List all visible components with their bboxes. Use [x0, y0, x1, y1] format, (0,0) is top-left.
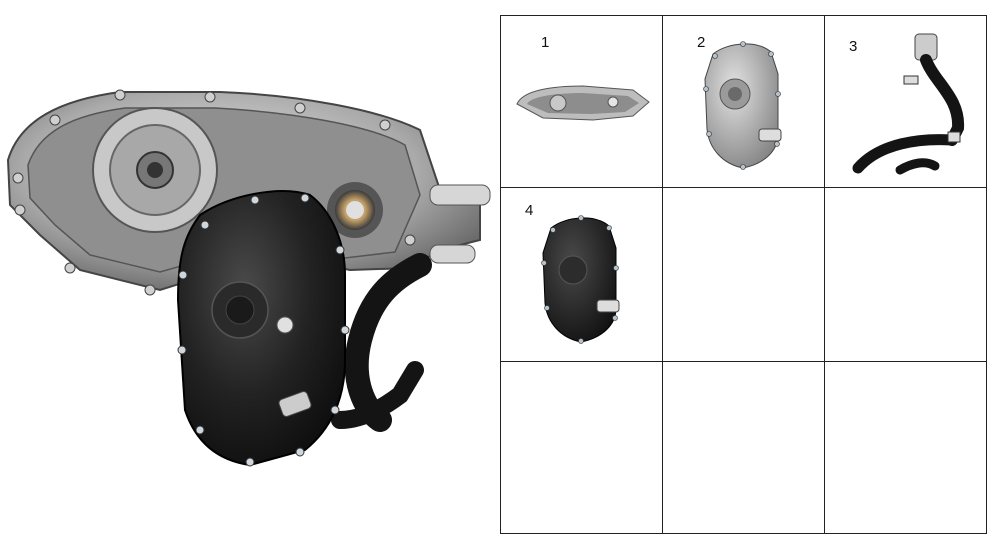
assembly-steps-grid: 1 2 3 [500, 15, 987, 534]
step-cell-7 [501, 362, 663, 533]
complete-cover-thumbnail [541, 215, 620, 344]
black-cover [176, 190, 350, 467]
step-number: 4 [525, 202, 534, 219]
step-number: 3 [849, 38, 858, 55]
step-cell-9 [825, 362, 986, 533]
step-number: 2 [697, 34, 706, 51]
step-cell-4: 4 [501, 188, 663, 362]
step-cell-5 [663, 188, 825, 362]
coolant-hoses-thumbnail [852, 33, 965, 175]
step-cell-2: 2 [663, 16, 825, 188]
inner-cover-thumbnail [703, 41, 782, 170]
step-cell-8 [663, 362, 825, 533]
engine-assembly-illustration [6, 89, 491, 467]
step-number: 1 [541, 34, 550, 51]
step-cell-1: 1 [501, 16, 663, 188]
step-cell-3: 3 [825, 16, 986, 188]
step-cell-6 [825, 188, 986, 362]
coolant-hose [331, 253, 432, 432]
transmission-case-thumbnail [516, 85, 650, 121]
